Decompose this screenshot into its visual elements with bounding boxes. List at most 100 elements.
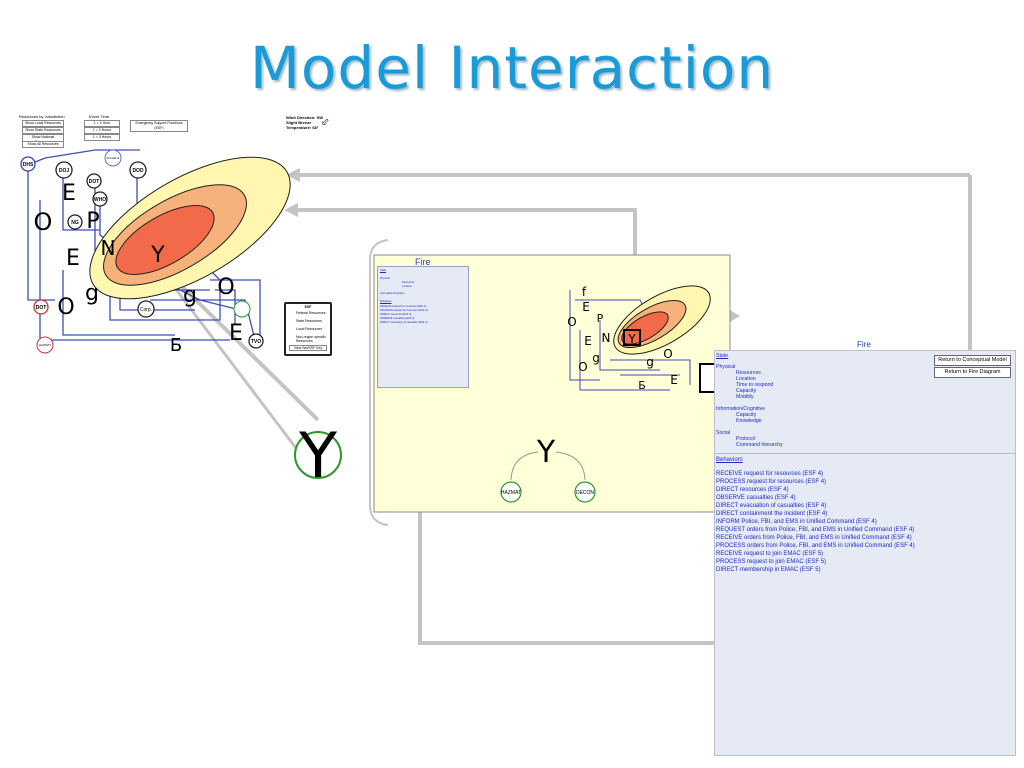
wind-arrow-icon: ⬃: [321, 117, 330, 128]
mini-behavior-3: DIRECT resources (ESF 4): [380, 313, 412, 316]
physical-time: Time to respond: [736, 382, 774, 388]
node-ng: [67, 214, 83, 230]
left-plume: [89, 156, 291, 300]
svg-text:WHO: WHO: [94, 197, 106, 203]
show-all-button[interactable]: Show All Resources: [22, 141, 64, 148]
svg-text:DOJ: DOJ: [59, 168, 70, 174]
center-plume: [613, 285, 711, 355]
physical-location: Location: [736, 376, 756, 382]
behavior-item: DIRECT evacuation of casualties (ESF 4): [716, 503, 827, 509]
svg-text:TVO: TVO: [251, 339, 261, 345]
mini-behavior-2: PROCESS request for resources (ESF 4): [380, 309, 428, 312]
svg-text:Б: Б: [638, 379, 646, 392]
social-header: Social: [716, 430, 731, 436]
arrowhead-top: [286, 168, 300, 182]
panel-fire-title: Fire: [857, 340, 871, 349]
node-hazmat: [36, 336, 54, 354]
node-dot-top: [86, 173, 102, 189]
svg-text:g: g: [592, 351, 600, 365]
left-nodes: DHS DOJ DOT DOD President WHO NG DOT Cor…: [20, 149, 264, 354]
legend-local: Local Resources: [296, 327, 323, 331]
node-corp: [137, 300, 155, 318]
physical-resources: Resources: [736, 370, 761, 376]
svg-text:P: P: [86, 209, 99, 234]
mini-behavior-4: OBSERVE casualties (ESF 4): [380, 317, 415, 320]
svg-text:DOT: DOT: [89, 179, 100, 185]
node-dhs: [20, 156, 36, 172]
behavior-item: RECEIVE orders from Police, FBI, and EMS…: [716, 535, 912, 541]
behaviors-link[interactable]: Behaviors: [716, 457, 743, 463]
show-state-button[interactable]: Show State Resources: [22, 127, 64, 134]
node-dod: [129, 161, 147, 179]
behavior-item: RECEIVE request for resources (ESF 4): [716, 471, 824, 477]
left-letters: E P O E N Y g O g O E Б: [34, 181, 243, 356]
svg-text:N: N: [602, 331, 611, 345]
page-title: Model Interaction: [249, 34, 775, 102]
svg-text:g: g: [646, 355, 654, 369]
state-link[interactable]: State: [716, 353, 729, 359]
node-mayor: [233, 300, 251, 318]
svg-text:HAZMAT: HAZMAT: [501, 490, 521, 496]
event-time-header: Event Time: [89, 114, 110, 119]
behavior-item: PROCESS request for resources (ESF 4): [716, 479, 827, 485]
svg-text:g: g: [85, 281, 99, 306]
time-3h-button[interactable]: 1 = 3 Hours: [84, 134, 120, 141]
svg-text:E: E: [670, 373, 678, 387]
physical-capacity: Capacity: [736, 388, 757, 394]
arrowhead-mid: [284, 203, 298, 217]
behavior-item: DIRECT containment the incident (ESF 4): [716, 511, 828, 517]
time-2h-button[interactable]: 1 = 2 Hours: [84, 127, 120, 134]
return-fire-diagram-button[interactable]: Return to Fire Diagram: [934, 367, 1011, 378]
svg-text:N: N: [101, 236, 116, 260]
legend-state: State Resources: [296, 319, 322, 323]
svg-text:O: O: [567, 315, 576, 329]
svg-text:DOD: DOD: [132, 168, 144, 174]
social-protocol: Protocol: [736, 436, 756, 442]
show-local-button[interactable]: Show Local Resources: [22, 120, 64, 127]
physical-header: Physical: [716, 364, 736, 370]
behavior-item: REQUEST orders from Police, FBI, and EMS…: [716, 527, 915, 533]
behavior-item: INFORM Police, FBI, and EMS in Unified C…: [716, 519, 877, 525]
return-conceptual-button[interactable]: Return to Conceptual Model: [934, 355, 1011, 366]
weather-breeze: Slight Breeze: [286, 120, 312, 125]
svg-text:P: P: [597, 312, 604, 325]
info-knowledge: Knowledge: [736, 418, 762, 424]
center-network-lines: [569, 290, 691, 391]
mini-behavior-5: DIRECT evacuation of casualties (ESF 4): [380, 321, 428, 324]
svg-text:Y: Y: [298, 419, 337, 492]
legend-federal: Federal Resources: [296, 311, 326, 315]
svg-text:O: O: [663, 347, 672, 361]
time-1h-button[interactable]: 1 = 1 Hour: [84, 120, 120, 127]
mini-behavior-1: RECEIVE request for resources (ESF 4): [380, 305, 427, 308]
legend-title: ESF: [304, 305, 312, 309]
legend-view-key-button[interactable]: View Set/ESF Key: [289, 345, 327, 351]
svg-text:DECON: DECON: [576, 490, 594, 496]
large-y-symbol: Y: [294, 419, 342, 492]
behavior-item: DIRECT membership in EMAC (ESF 5): [716, 567, 821, 573]
svg-text:O: O: [57, 295, 74, 320]
physical-mobility: Mobility: [736, 394, 754, 400]
center-fire-label: Fire: [415, 257, 431, 267]
center-letters: f E O P E N g O g O E Б Y: [567, 285, 678, 392]
esf-button[interactable]: Emergency Support Functions (ESF): [130, 120, 188, 132]
svg-text:E: E: [62, 181, 76, 206]
node-doj: [55, 161, 73, 179]
weather-temp: Temperature: 68°: [286, 125, 319, 130]
svg-text:Б: Б: [170, 335, 182, 356]
info-header: Information/Cognitive: [716, 406, 766, 412]
node-who: [92, 191, 108, 207]
mini-resources: Resources: [402, 281, 415, 284]
panel-divider: [715, 453, 1015, 454]
svg-text:Y: Y: [150, 243, 165, 268]
svg-text:E: E: [584, 334, 592, 348]
svg-text:g: g: [183, 283, 197, 308]
svg-text:Corp.: Corp.: [140, 307, 152, 313]
mini-behaviors-link[interactable]: Behaviors: [380, 300, 392, 303]
mini-state-link[interactable]: State: [380, 269, 387, 272]
fire-detail-panel: State Physical Resources Location Time t…: [714, 350, 1016, 756]
center-mini-panel: State Physical Resources Location Inform…: [377, 266, 469, 388]
behavior-item: PROCESS request to join EMAC (ESF 5): [716, 559, 827, 565]
weather-wind: Wind Direction: SW: [286, 115, 324, 120]
center-tree: Y HAZMAT DECON: [500, 435, 596, 503]
social-hierarchy: Command hierarchy: [736, 442, 783, 448]
